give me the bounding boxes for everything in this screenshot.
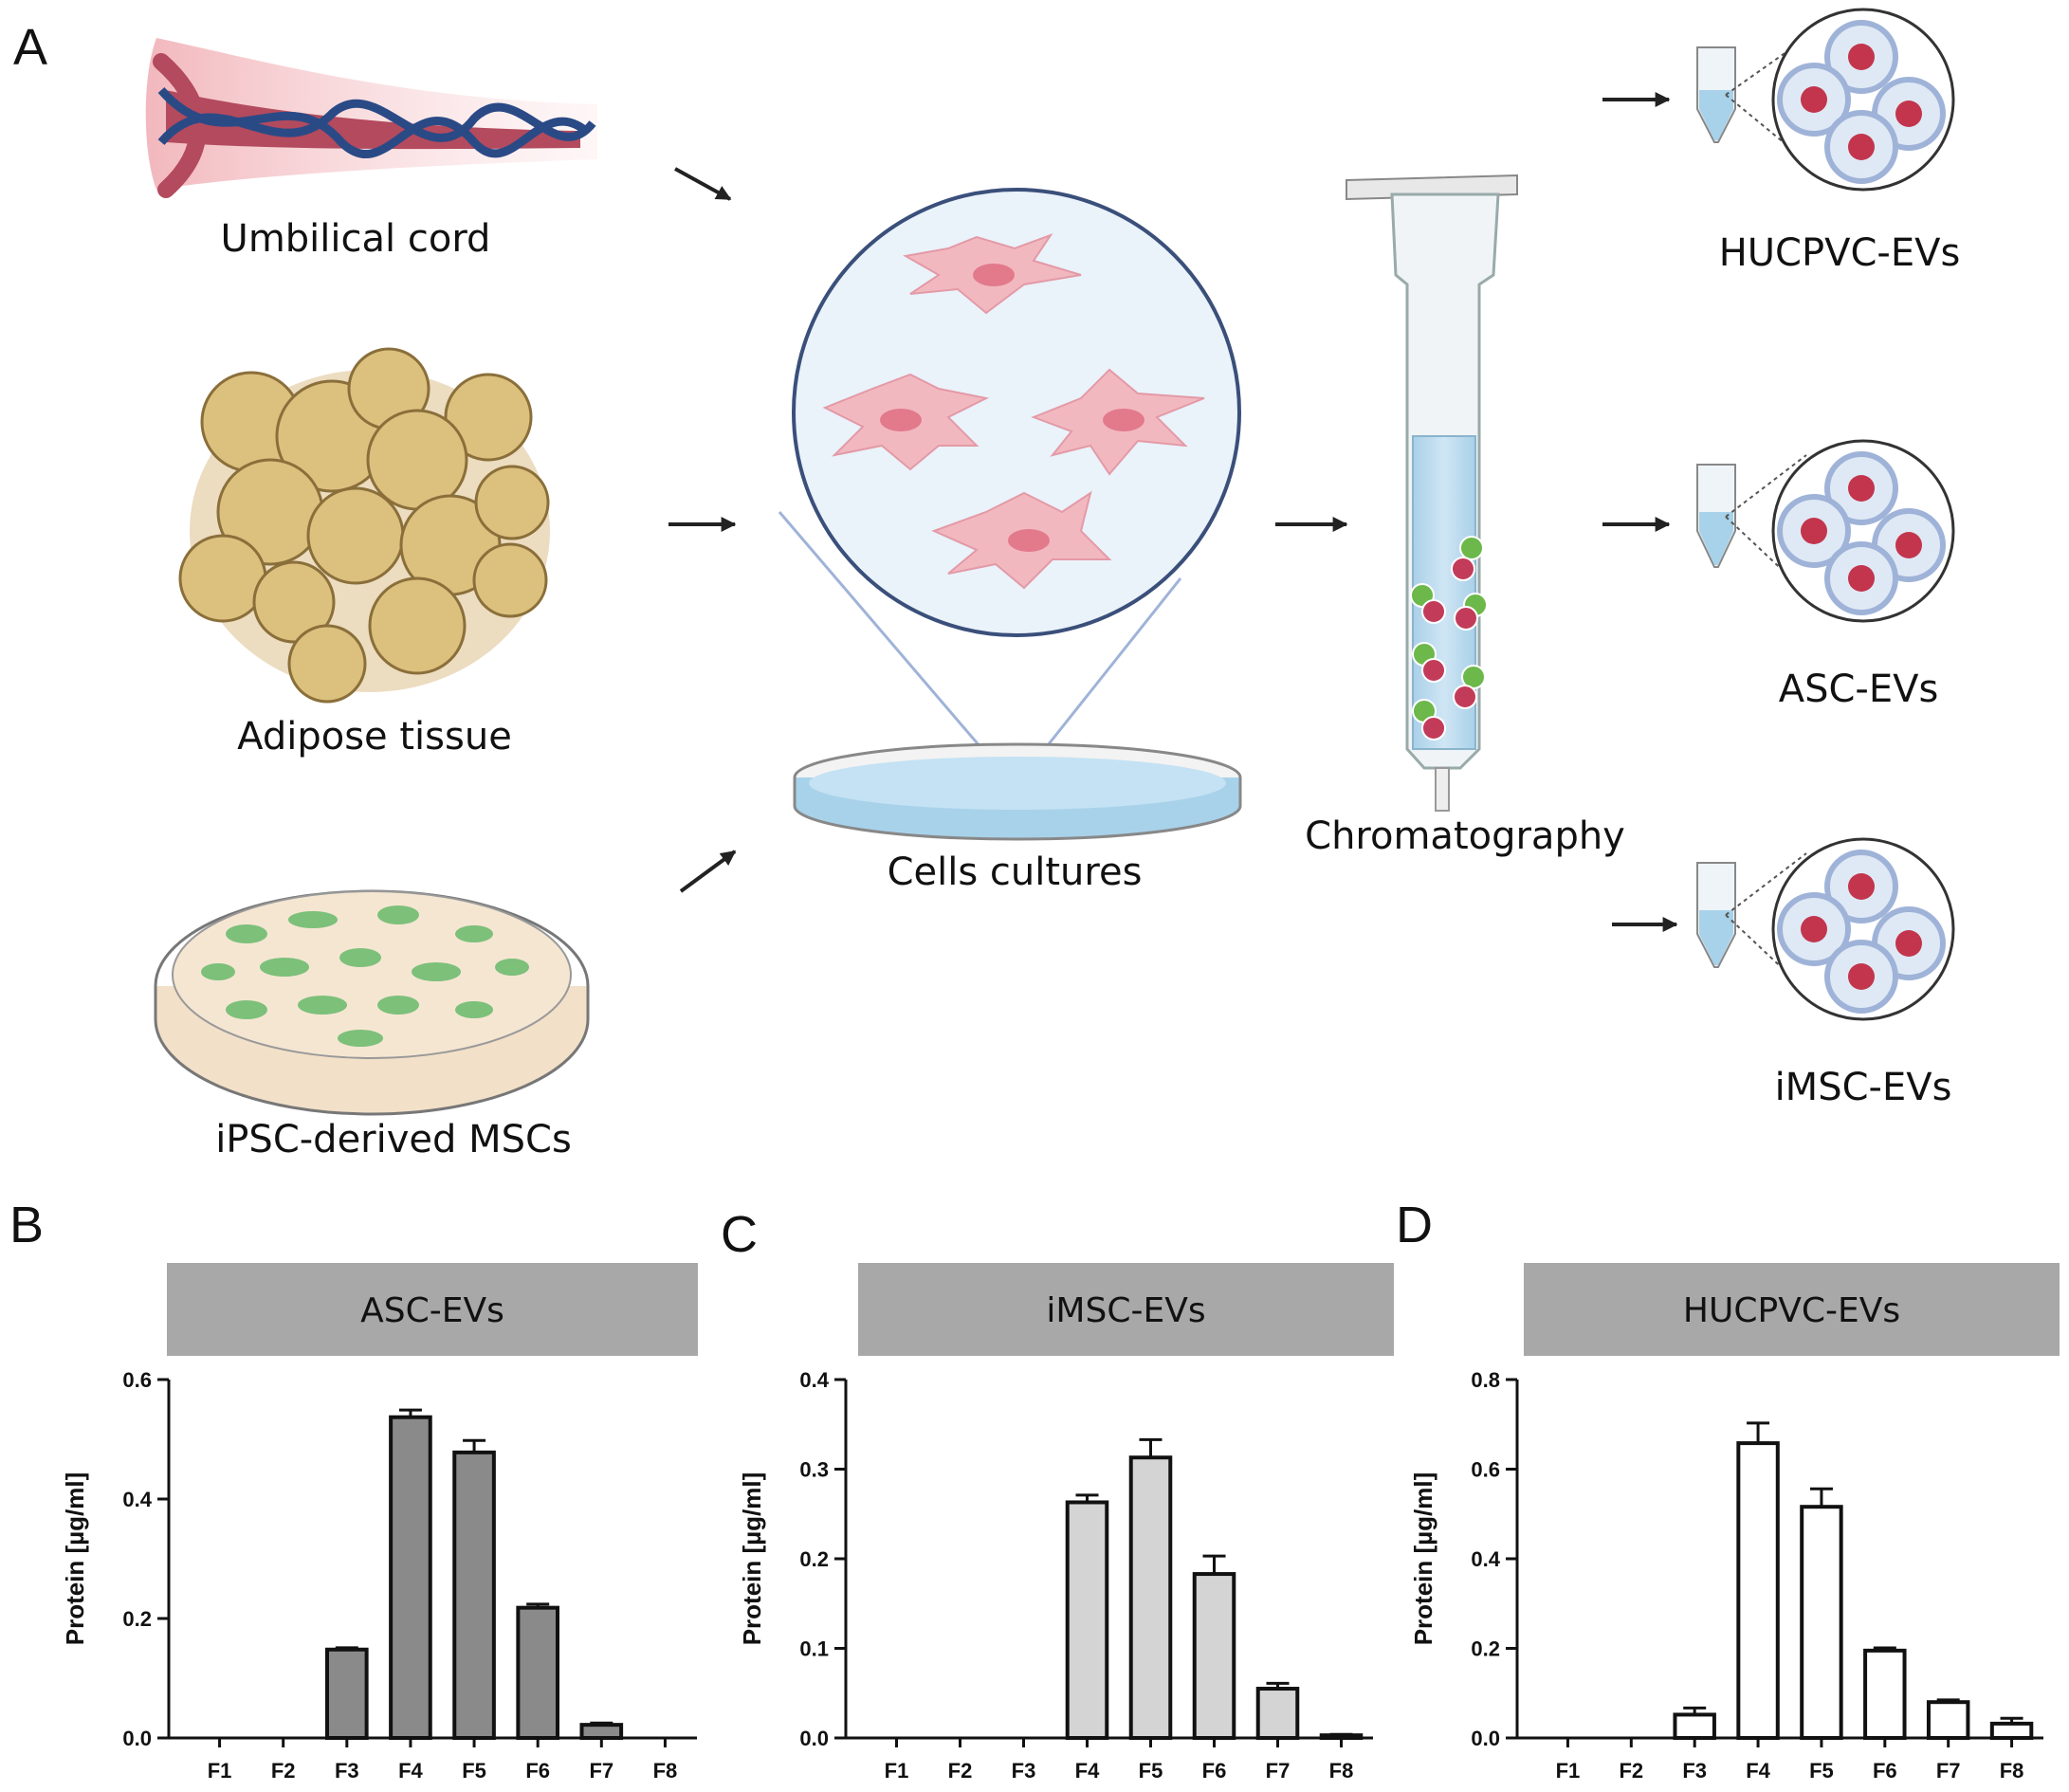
x-tick-label: F6 [1202,1759,1227,1783]
y-tick-label: 0.6 [122,1368,152,1392]
y-tick-label: 0.2 [1471,1637,1500,1661]
bar [452,1450,496,1740]
bar [389,1415,432,1740]
x-tick-label: F2 [1619,1759,1643,1783]
y-axis-label: Protein [µg/ml] [738,1472,766,1646]
x-tick-label: F6 [525,1759,550,1783]
panel-b-letter: B [9,1197,44,1253]
chart-title: HUCPVC-EVs [1683,1291,1900,1330]
label-ipsc-msc: iPSC-derived MSCs [215,1118,572,1161]
x-tick-label: F4 [398,1759,423,1783]
bar [1319,1733,1364,1741]
y-tick-label: 0.8 [1471,1368,1500,1392]
x-tick-label: F7 [589,1759,613,1783]
chart-title: iMSC-EVs [1046,1291,1205,1330]
x-tick-label: F4 [1746,1759,1770,1783]
x-tick-label: F4 [1075,1759,1100,1783]
y-axis-label: Protein [µg/ml] [1409,1472,1437,1646]
arrow-cord-to-culture [674,167,732,201]
y-tick-label: 0.0 [799,1727,829,1750]
y-tick-label: 0.2 [799,1547,829,1571]
x-tick-label: F2 [271,1759,296,1783]
x-tick-label: F8 [2000,1759,2024,1783]
panel-a-letter: A [13,19,47,76]
bar [1926,1700,1970,1740]
bar [1863,1648,1907,1741]
x-tick-label: F5 [1139,1759,1163,1783]
y-axis-label: Protein [µg/ml] [61,1472,89,1646]
x-tick-label: F2 [948,1759,973,1783]
x-tick-label: F6 [1873,1759,1897,1783]
y-tick-label: 0.1 [799,1637,829,1661]
x-tick-label: F7 [1936,1759,1961,1783]
bar [1736,1441,1780,1740]
arrow-ipsc-to-culture [679,850,737,893]
x-tick-label: F8 [653,1759,678,1783]
label-cells-cultures: Cells cultures [888,850,1143,894]
cell-culture-illustration [778,188,1242,841]
x-tick-label: F1 [208,1759,232,1783]
bar [1673,1712,1716,1741]
y-tick-label: 0.3 [799,1458,829,1482]
output-asc-evs [1602,439,1955,623]
label-hucpvc-evs: HUCPVC-EVs [1719,231,1961,275]
output-hucpvc-evs [1602,8,1955,192]
chart-title: ASC-EVs [360,1291,504,1330]
chart-header [858,1263,1394,1356]
x-tick-label: F5 [462,1759,486,1783]
label-adipose-tissue: Adipose tissue [237,715,512,759]
y-tick-label: 0.4 [122,1488,152,1511]
bar [1065,1500,1109,1740]
output-imsc-evs [1612,837,1955,1021]
x-tick-label: F1 [885,1759,909,1783]
x-tick-label: F5 [1809,1759,1834,1783]
x-tick-label: F8 [1329,1759,1354,1783]
y-tick-label: 0.6 [1471,1458,1500,1482]
x-tick-label: F3 [335,1759,359,1783]
x-tick-label: F1 [1556,1759,1581,1783]
label-imsc-evs: iMSC-EVs [1775,1066,1952,1109]
bar [1989,1721,2034,1741]
umbilical-cord-illustration [145,38,597,198]
panel-c-letter: C [721,1206,758,1263]
label-asc-evs: ASC-EVs [1779,667,1939,711]
label-chromatography: Chromatography [1305,814,1625,858]
bar [1128,1455,1173,1740]
ipsc-dish-illustration [154,889,590,1116]
y-tick-label: 0.0 [122,1727,152,1750]
chart-header [1524,1263,2060,1356]
bar [1800,1505,1843,1740]
x-tick-label: F7 [1266,1759,1291,1783]
bar [516,1605,559,1741]
chart-header [167,1263,698,1356]
y-tick-label: 0.4 [799,1368,829,1392]
panel-d-letter: D [1396,1197,1433,1253]
x-tick-label: F3 [1682,1759,1707,1783]
y-tick-label: 0.0 [1471,1727,1500,1750]
panel-a: A Umbilical cord [13,8,1961,1161]
x-tick-label: F3 [1012,1759,1036,1783]
chromatography-column [1346,174,1518,812]
bar [325,1647,369,1741]
adipose-tissue-illustration [178,347,550,704]
y-tick-label: 0.2 [122,1607,152,1631]
bar [579,1723,624,1741]
y-tick-label: 0.4 [1471,1547,1500,1571]
label-umbilical-cord: Umbilical cord [221,217,491,261]
bar [1192,1572,1236,1740]
bar [1255,1687,1300,1741]
